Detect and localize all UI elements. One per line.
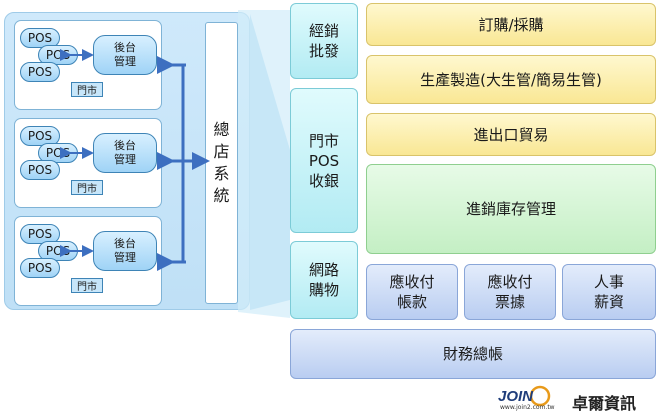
brand-url: www.join2.com.tw: [500, 404, 555, 411]
store-block-2: POS POS POS 後台 管理 門市: [14, 118, 162, 208]
pos-terminal: POS: [20, 126, 60, 146]
pos-terminal: POS: [20, 62, 60, 82]
module-finance: 財務總帳: [290, 329, 656, 379]
join-logo-icon: JOIN: [498, 385, 551, 407]
channel-store-pos: 門市 POS 收銀: [290, 88, 358, 233]
channel-distribution: 經銷 批發: [290, 3, 358, 79]
hq-system: 總 店 系 統: [205, 22, 238, 304]
brand-company: 卓爾資訊: [572, 394, 637, 413]
channel-online: 網路 購物: [290, 241, 358, 319]
store-label: 門市: [71, 278, 103, 293]
pos-terminal: POS: [20, 224, 60, 244]
module-production: 生產製造(大生管/簡易生管): [366, 55, 656, 104]
backoffice-node: 後台 管理: [93, 35, 157, 75]
store-block-1: POS POS POS 後台 管理 門市: [14, 20, 162, 110]
brand-logo: JOIN www.join2.com.tw: [496, 384, 560, 412]
module-receivable: 應收付 帳款: [366, 264, 458, 320]
module-ordering: 訂購/採購: [366, 3, 656, 46]
pos-terminal: POS: [20, 160, 60, 180]
module-inventory: 進銷庫存管理: [366, 164, 656, 254]
store-label: 門市: [71, 82, 103, 97]
pos-terminal: POS: [20, 258, 60, 278]
logo-text: JOIN: [498, 388, 534, 405]
store-block-3: POS POS POS 後台 管理 門市: [14, 216, 162, 306]
backoffice-node: 後台 管理: [93, 231, 157, 271]
module-notes: 應收付 票據: [464, 264, 556, 320]
module-hr: 人事 薪資: [562, 264, 656, 320]
store-label: 門市: [71, 180, 103, 195]
module-trade: 進出口貿易: [366, 113, 656, 156]
